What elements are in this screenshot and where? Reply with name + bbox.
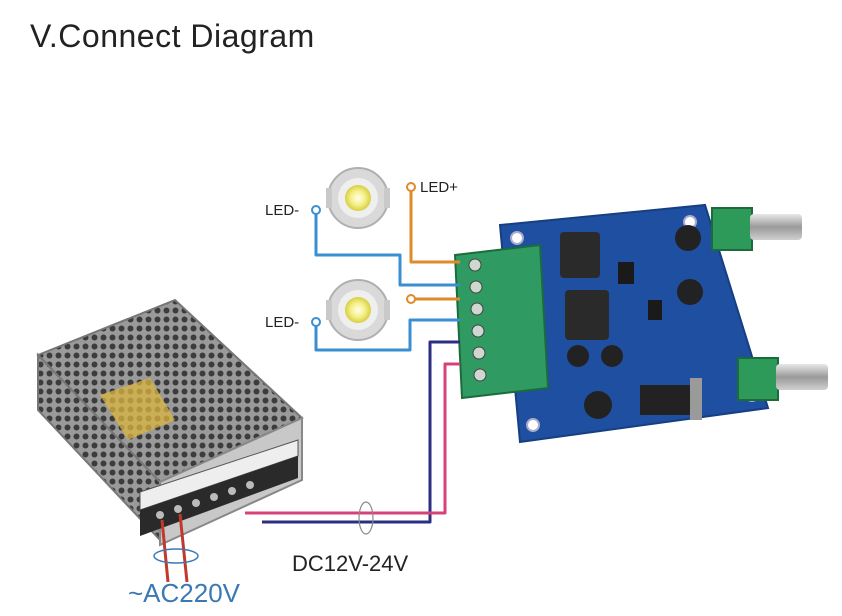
wire-led2-minus [314,318,460,352]
led-plus-label: LED+ [420,179,458,196]
wire-led1-minus [314,210,460,287]
led2-plus-terminal [406,294,416,304]
led2-minus-terminal [311,317,321,327]
ac-wire-marker [153,548,199,564]
diagram-title: V.Connect Diagram [30,18,315,54]
dc-wire-marker [358,501,374,535]
led-minus-label-1: LED- [265,202,299,219]
led-bottom [326,279,390,341]
power-supply [36,298,304,547]
dc-input-label: DC12V-24V [292,551,409,576]
led-minus-label-2: LED- [265,314,299,331]
led1-minus-terminal [311,205,321,215]
wire-ac-n [178,513,189,583]
wire-dc-negative [245,362,460,515]
led-top [326,167,390,229]
wire-led1-plus [409,187,460,264]
controller-board [453,203,828,444]
led1-plus-terminal [406,182,416,192]
wires [160,187,460,583]
wire-ac-l [160,519,170,583]
wire-dc-positive [262,340,460,524]
ac-input-label: ~AC220V [128,578,241,608]
